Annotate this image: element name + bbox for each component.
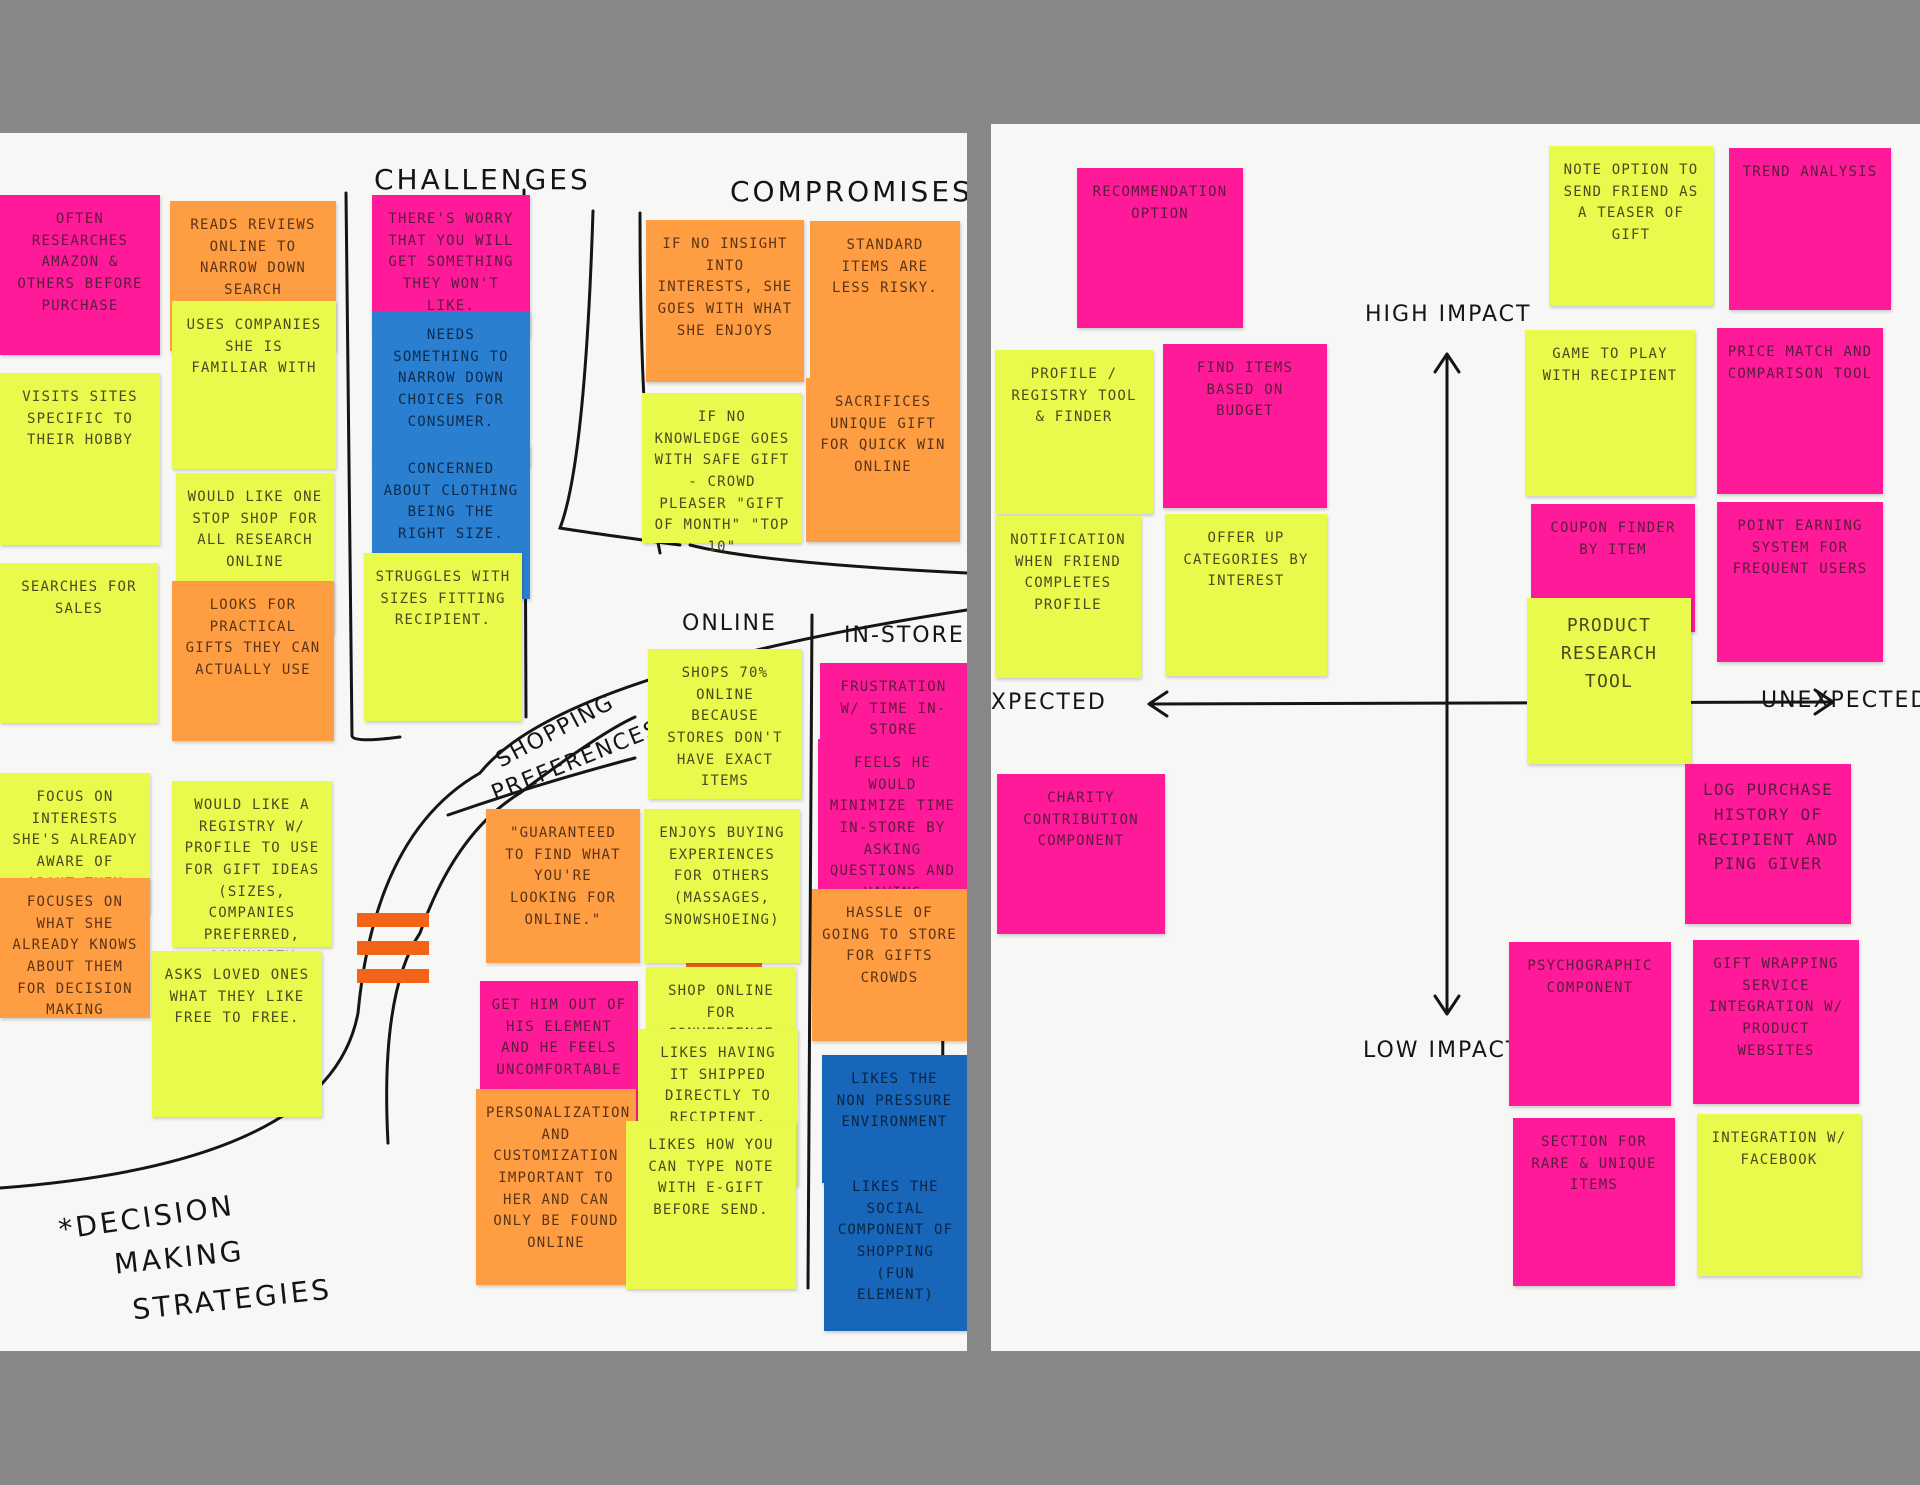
sticky-note: "Guaranteed to find what you're looking …	[486, 809, 640, 963]
sticky-note: Sacrifices unique gift for quick win onl…	[806, 378, 960, 542]
sticky-note: Often researches Amazon & others before …	[0, 195, 160, 355]
sticky-note: Shops 70% online because stores don't ha…	[648, 649, 802, 799]
sticky-note: Point earning system for frequent users	[1717, 502, 1883, 662]
sticky-note: Charity contribution component	[997, 774, 1165, 934]
axis-label-expected: EXPECTED	[991, 690, 1107, 715]
sticky-note: If no insight into interests, she goes w…	[646, 220, 804, 382]
sticky-note: Enjoys buying experiences for others (ma…	[644, 809, 800, 963]
sticky-note: Struggles with sizes fitting recipient.	[364, 553, 522, 721]
sticky-note: Likes how you can type note with e-gift …	[626, 1121, 796, 1289]
sticky-note: Notification when friend completes profi…	[995, 516, 1141, 678]
sticky-note: Searches for sales	[0, 563, 158, 723]
axis-label-unexpected: UNEXPECTED	[1761, 688, 1920, 713]
sticky-note: Needs something to narrow down choices f…	[372, 311, 530, 467]
sticky-note: Offer up categories by interest	[1165, 514, 1327, 676]
sticky-note: Likes the non pressure environment	[822, 1055, 967, 1183]
sticky-note: Hassle of going to store for gifts crowd…	[812, 889, 967, 1041]
sticky-note: Visits sites specific to their hobby	[0, 373, 160, 545]
affinity-board-left: CHALLENGES COMPROMISES ONLINE IN-STORE S…	[0, 133, 967, 1351]
sticky-note: Standard items are less risky.	[810, 221, 960, 379]
sticky-note: Gift wrapping service integration w/ pro…	[1693, 940, 1859, 1104]
heading-decision-3: STRATEGIES	[130, 1272, 334, 1327]
sticky-note: Feels he would minimize time in-store by…	[818, 739, 967, 966]
sticky-note: Profile / registry tool & finder	[995, 350, 1153, 514]
sticky-note: If no knowledge goes with safe gift - cr…	[642, 393, 802, 555]
sticky-note: Product research tool	[1527, 598, 1691, 764]
impact-matrix-board-right: HIGH IMPACT LOW IMPACT EXPECTED UNEXPECT…	[991, 124, 1920, 1351]
sticky-note: Log purchase history of recipient and pi…	[1685, 764, 1851, 924]
sticky-note: Game to play with recipient	[1525, 330, 1695, 496]
sticky-note: Likes the social component of shopping (…	[824, 1163, 967, 1331]
sticky-note: Note option to send friend as a teaser o…	[1549, 146, 1713, 306]
sticky-note: Recommendation option	[1077, 168, 1243, 328]
sticky-note: Uses companies she is familiar with	[172, 301, 336, 469]
heading-online: ONLINE	[682, 611, 777, 636]
heading-challenges: CHALLENGES	[374, 163, 591, 196]
sticky-note: Focuses on what she already knows about …	[0, 878, 150, 1018]
sticky-note: Trend analysis	[1729, 148, 1891, 310]
sticky-note: Price match and comparison tool	[1717, 328, 1883, 494]
axis-label-high-impact: HIGH IMPACT	[1365, 302, 1532, 327]
sticky-note: Psychographic component	[1509, 942, 1671, 1106]
sticky-note: Integration w/ Facebook	[1697, 1114, 1861, 1276]
sticky-note: Would like a registry w/ profile to use …	[172, 781, 332, 987]
sticky-note: Asks loved ones what they like free to f…	[152, 951, 322, 1117]
sticky-note: Personalization and customization import…	[476, 1089, 636, 1285]
heading-compromises: COMPROMISES	[730, 175, 967, 208]
sticky-note: Find items based on budget	[1163, 344, 1327, 508]
sticky-note: Section for rare & unique items	[1513, 1118, 1675, 1286]
heading-decision-2: MAKING	[112, 1234, 246, 1281]
axis-label-low-impact: LOW IMPACT	[1363, 1038, 1522, 1063]
heading-in-store: IN-STORE	[844, 623, 965, 648]
sticky-note: Looks for practical gifts they can actua…	[172, 581, 334, 741]
